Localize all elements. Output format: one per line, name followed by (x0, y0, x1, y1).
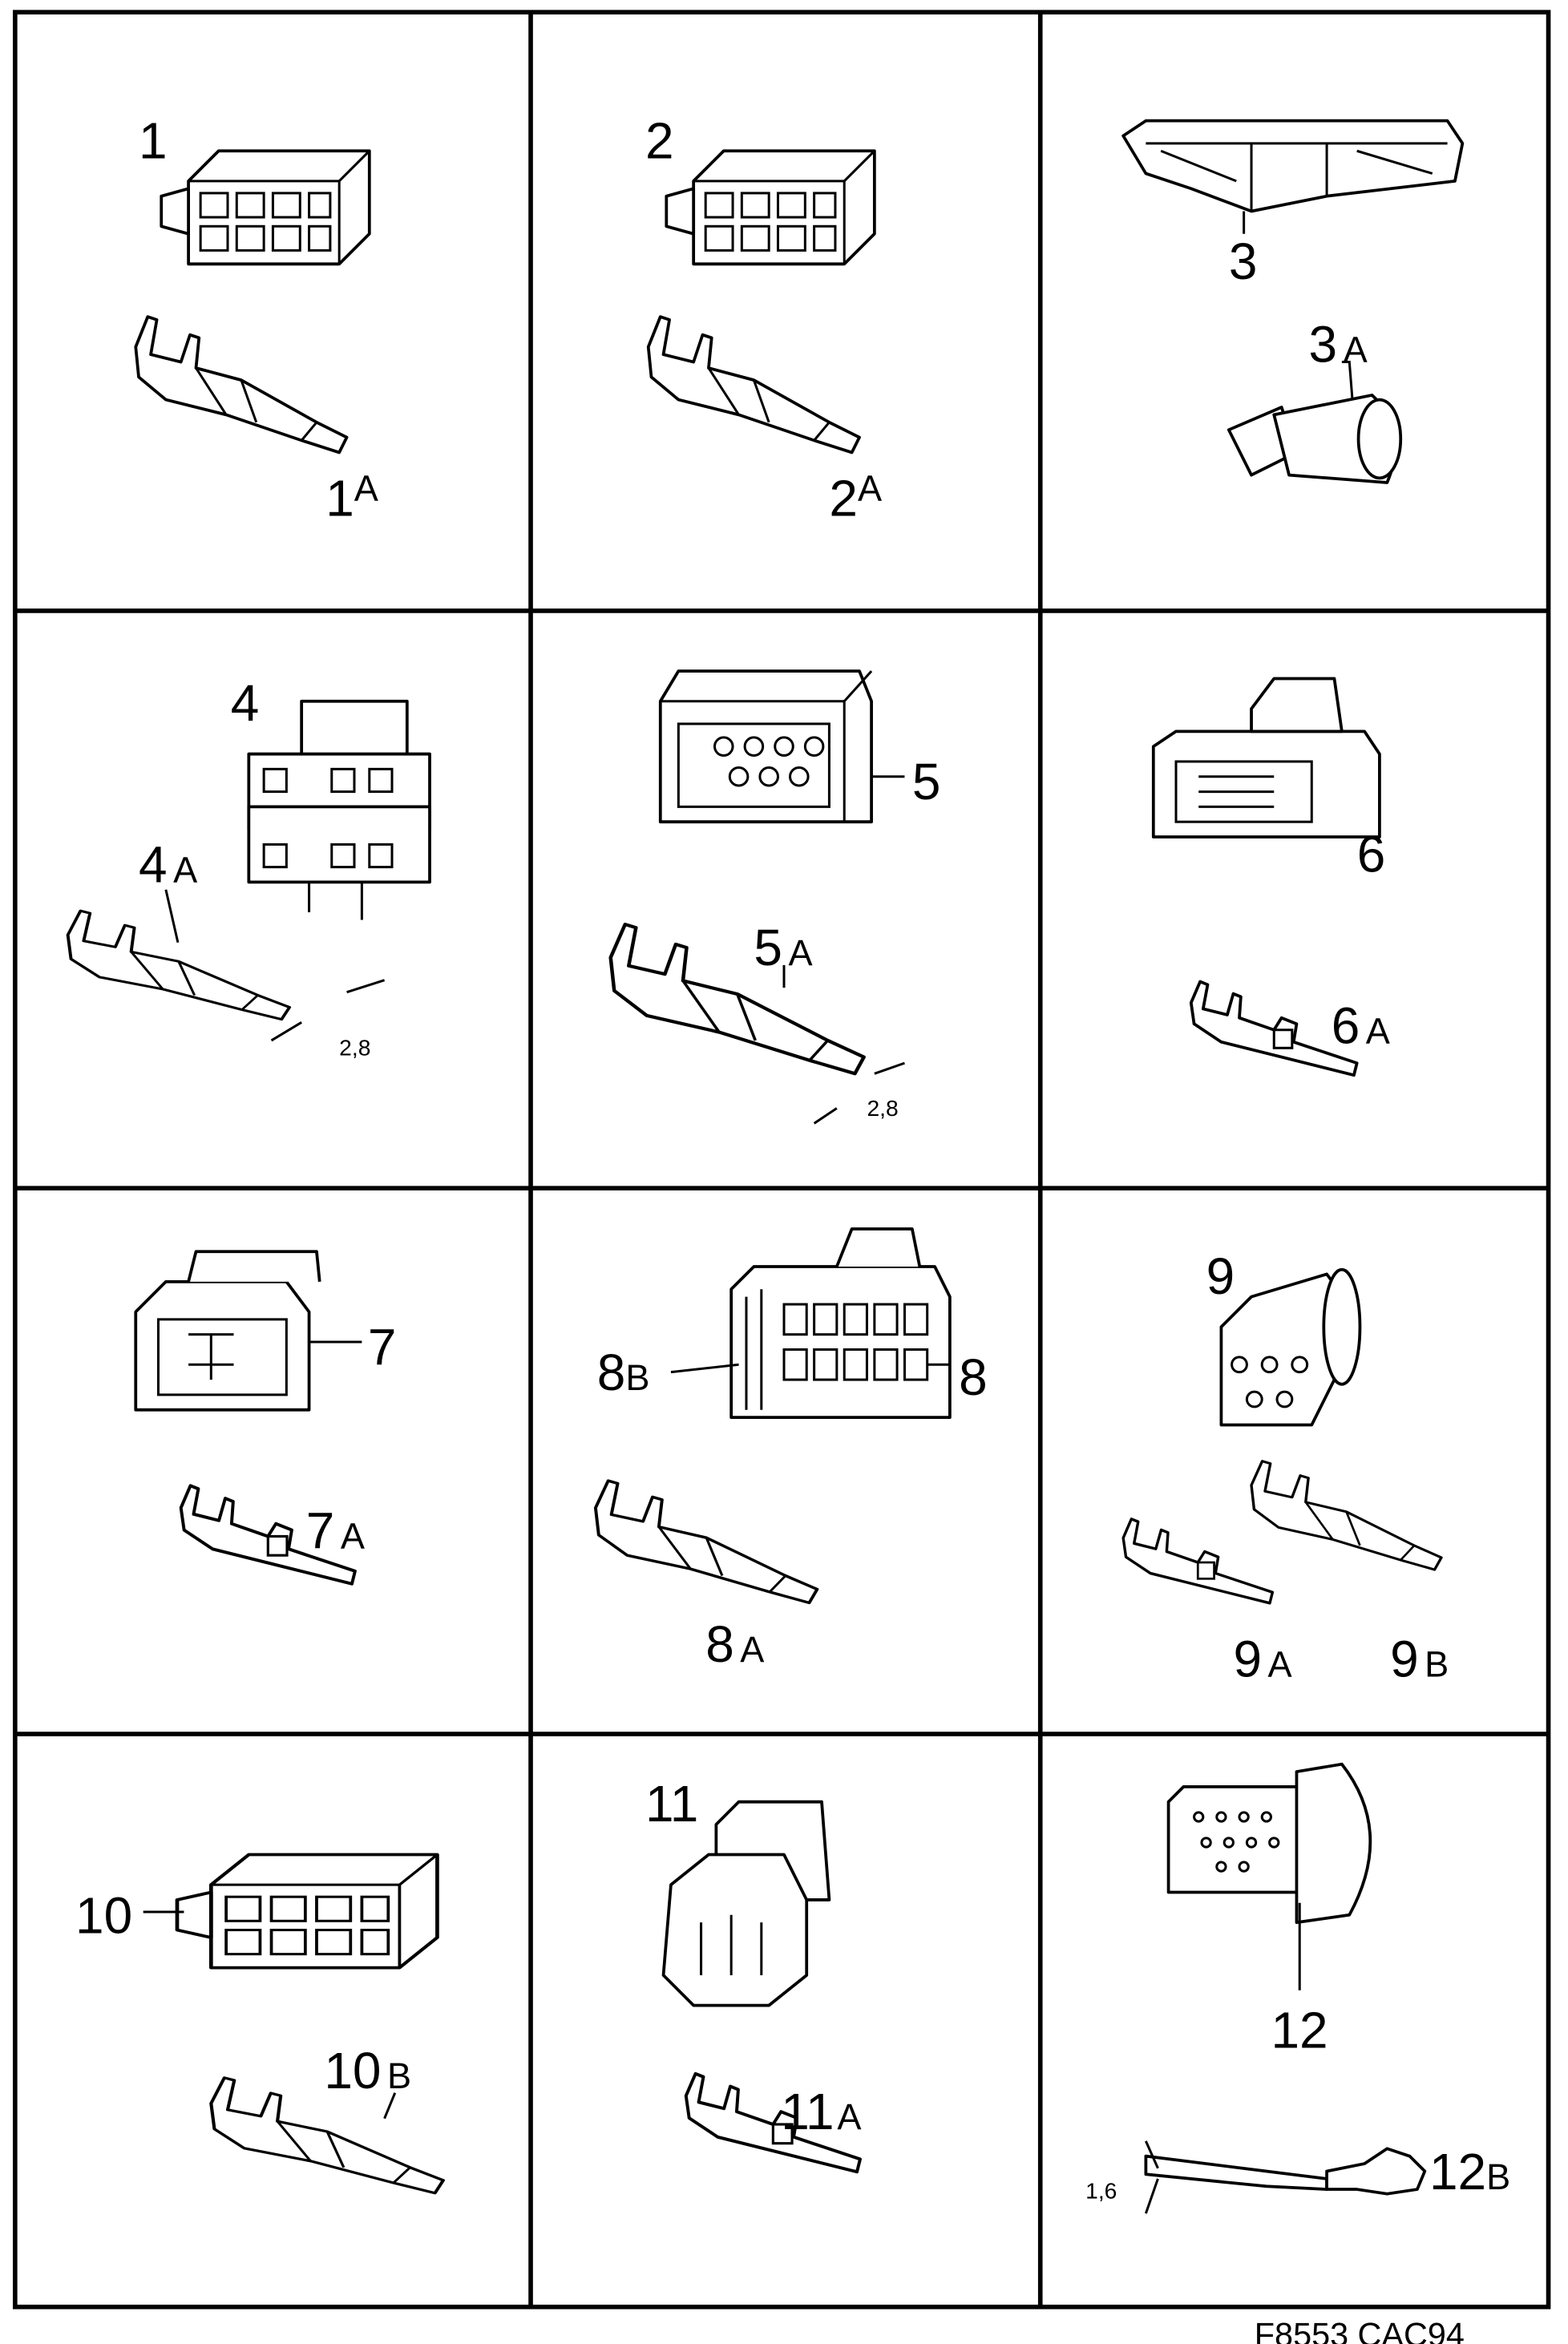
label-7: 7 (368, 1318, 397, 1376)
label-1a: 1A (325, 468, 379, 527)
connector-7-drawing (134, 1250, 362, 1586)
figure-code: F8553 CAC94 (1255, 2317, 1465, 2344)
label-6: 6 (1357, 825, 1386, 883)
label-9: 9 (1206, 1247, 1235, 1305)
connector-3-drawing (1121, 119, 1465, 484)
label-11: 11 (645, 1775, 698, 1833)
label-12b: 12B (1429, 2143, 1510, 2201)
connector-5-drawing (611, 669, 905, 1125)
connector-1-drawing (134, 149, 371, 455)
dimension-5: 2,8 (867, 1095, 898, 1121)
label-1: 1 (139, 112, 168, 170)
label-8: 8 (959, 1348, 988, 1406)
label-3: 3 (1229, 232, 1258, 290)
label-2: 2 (645, 112, 674, 170)
dimension-4: 2,8 (339, 1035, 370, 1061)
connector-4-drawing (66, 699, 431, 1042)
connector-9-drawing (1121, 1267, 1443, 1605)
label-2a: 2A (829, 468, 883, 527)
grid-lines (14, 12, 1549, 2307)
connector-11-drawing (661, 1800, 862, 2174)
diagram-frame (12, 10, 1551, 2310)
connector-10-drawing (143, 1855, 443, 2193)
connector-8-drawing (593, 1227, 952, 1605)
connector-2-drawing (646, 149, 876, 455)
label-12: 12 (1271, 2001, 1328, 2059)
dimension-12: 1,6 (1085, 2177, 1117, 2203)
connector-12-drawing (1144, 1762, 1427, 2214)
dimension-labels: 2,8 2,8 1,6 (339, 1035, 1117, 2204)
label-10: 10 (75, 1886, 132, 1944)
label-5: 5 (912, 753, 941, 810)
connector-6-drawing (1151, 677, 1381, 1077)
label-4: 4 (231, 674, 260, 732)
label-8b: 8B (597, 1344, 650, 1401)
